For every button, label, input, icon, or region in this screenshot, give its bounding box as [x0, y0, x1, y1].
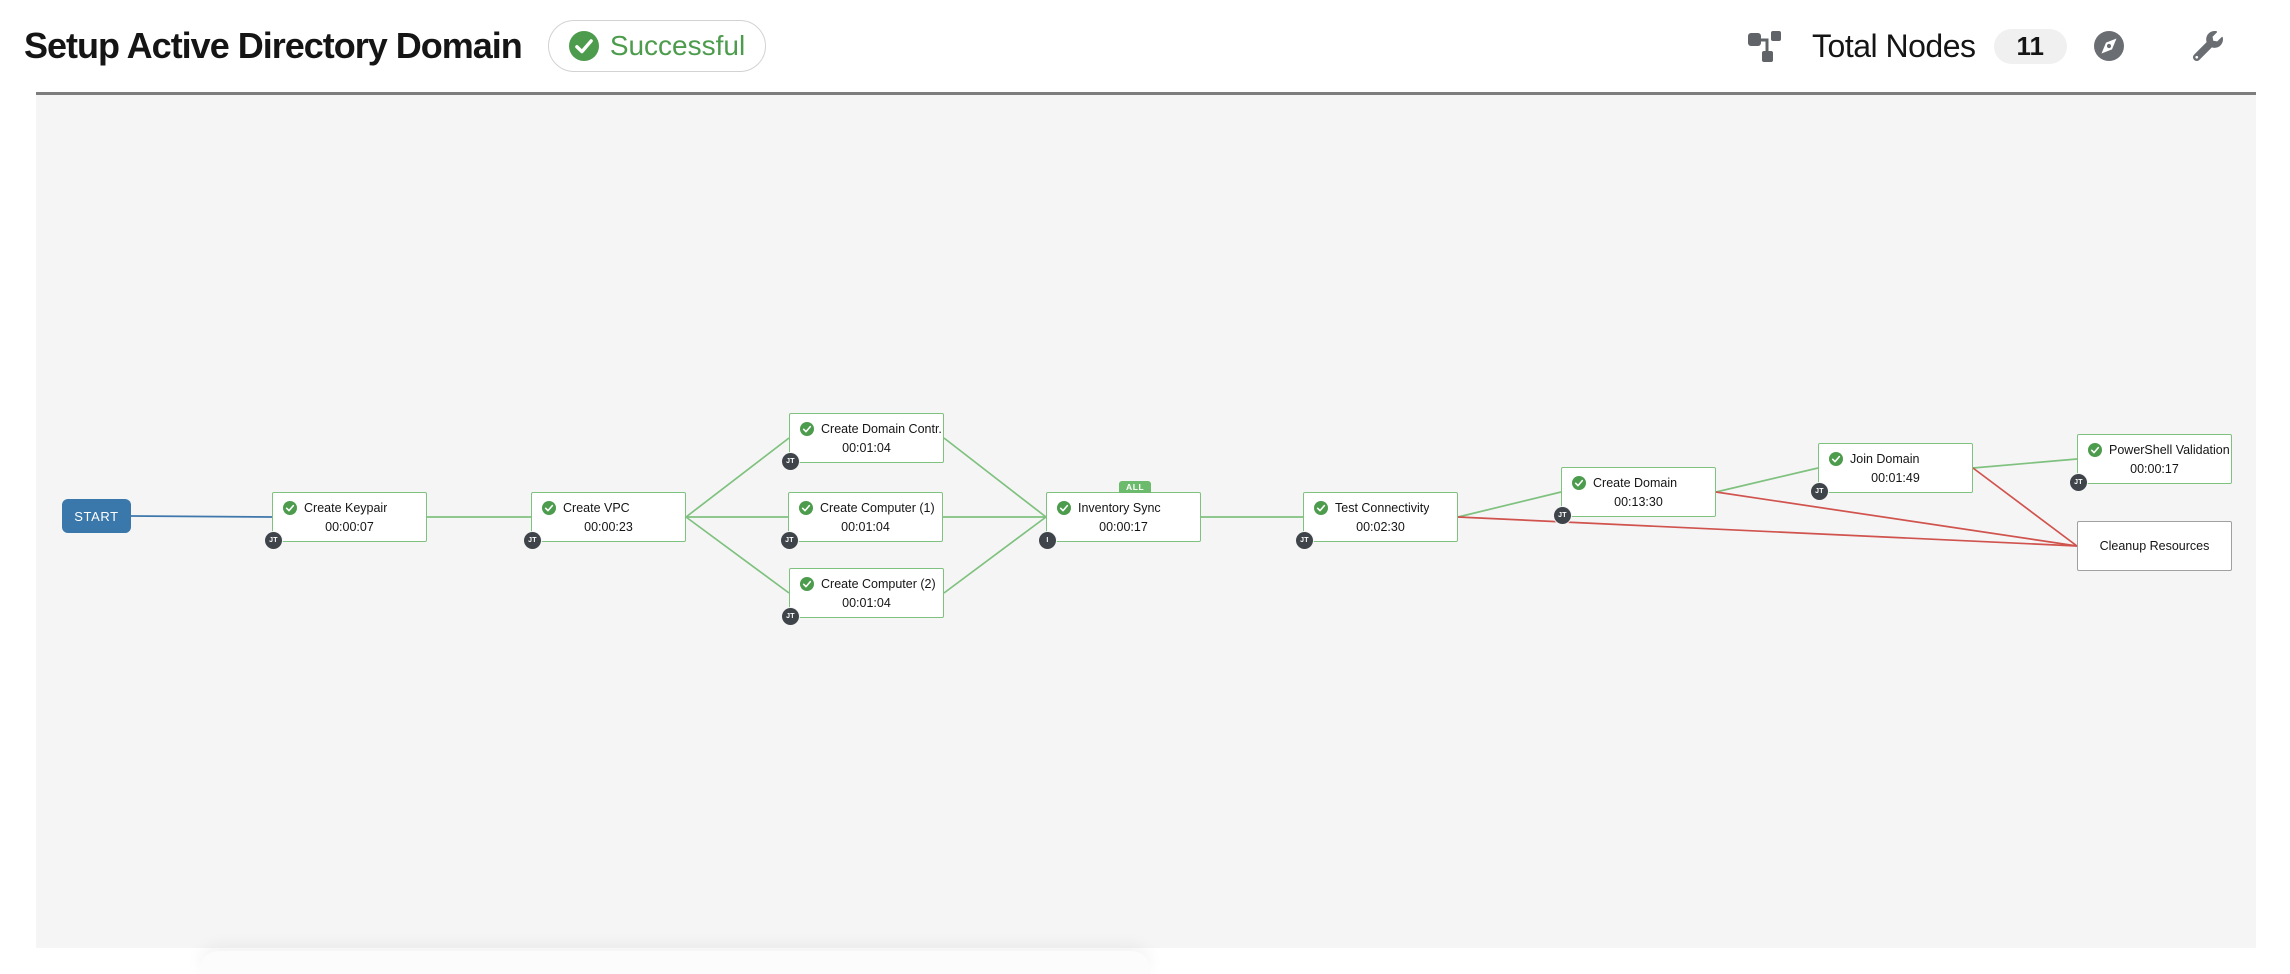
node-elapsed-time: 00:01:04 [842, 596, 891, 610]
node-label: Cleanup Resources [2099, 539, 2210, 553]
node-label: Test Connectivity [1335, 501, 1430, 515]
node-title-row: Create Computer (2) [800, 577, 943, 591]
legend-compass-button[interactable] [2093, 26, 2125, 66]
node-label: Join Domain [1850, 452, 1920, 466]
total-nodes-label: Total Nodes [1812, 27, 1976, 64]
node-type-badge: JT [782, 608, 799, 625]
sitemap-icon [1747, 30, 1782, 62]
node-label: Create Domain Contr... [821, 422, 943, 436]
node-type-badge: JT [265, 532, 282, 549]
workflow-link-create-domain-to-join-domain [1715, 467, 1819, 493]
node-title-row: Create Domain Contr... [800, 422, 943, 436]
node-label: Create Computer (2) [821, 577, 936, 591]
workflow-link-test-connectivity-to-create-domain [1457, 491, 1562, 518]
node-type-badge: JT [1554, 507, 1571, 524]
node-type-badge: JT [782, 453, 799, 470]
node-label: Create VPC [563, 501, 630, 515]
start-node[interactable]: START [62, 499, 131, 533]
node-type-badge: JT [2070, 474, 2087, 491]
wrench-icon [2193, 31, 2223, 61]
node-elapsed-time: 00:13:30 [1614, 495, 1663, 509]
node-success-icon [800, 577, 814, 591]
node-type-badge: JT [524, 532, 541, 549]
node-success-icon [800, 422, 814, 436]
all-parents-badge: ALL [1119, 481, 1152, 493]
status-label: Successful [609, 30, 746, 61]
page-title: Setup Active Directory Domain [24, 25, 523, 66]
node-elapsed-time: 00:00:17 [1099, 520, 1148, 534]
node-success-icon [2088, 443, 2102, 457]
workflow-link-join-domain-to-cleanup-resources [1972, 467, 2078, 547]
workflow-node-inventory-sync[interactable]: Inventory Sync 00:00:17 ALL I [1039, 481, 1201, 549]
node-elapsed-time: 00:00:07 [325, 520, 374, 534]
node-elapsed-time: 00:02:30 [1356, 520, 1405, 534]
node-success-icon [1572, 476, 1586, 490]
node-title-row: Join Domain [1829, 452, 1972, 466]
workflow-link-create-domain-contr-to-inventory-sync [943, 437, 1047, 518]
workflow-link-create-domain-to-cleanup-resources [1715, 491, 2078, 547]
node-success-icon [283, 501, 297, 515]
node-elapsed-time: 00:00:17 [2130, 462, 2179, 476]
node-elapsed-time: 00:01:49 [1871, 471, 1920, 485]
workflow-link-join-domain-to-powershell-validation [1972, 458, 2078, 469]
workflow-link-create-vpc-to-create-domain-contr [685, 437, 790, 518]
node-title-row: PowerShell Validation [2088, 443, 2231, 457]
node-type-badge: JT [1811, 483, 1828, 500]
tools-wrench-button[interactable] [2192, 26, 2224, 66]
node-elapsed-time: 00:00:23 [584, 520, 633, 534]
node-title-row: Test Connectivity [1314, 501, 1457, 515]
node-type-badge: JT [1296, 532, 1313, 549]
bottom-sheet-shadow [200, 951, 1150, 974]
header-left: Setup Active Directory Domain Successful [24, 20, 767, 72]
node-label: Create Keypair [304, 501, 388, 515]
workflow-link-start-to-create-keypair [130, 515, 273, 518]
node-label: Create Computer (1) [820, 501, 935, 515]
node-label: Create Domain [1593, 476, 1678, 490]
node-success-icon [1829, 452, 1843, 466]
header: Setup Active Directory Domain Successful… [0, 0, 2290, 92]
workflow-node-cleanup-resources[interactable]: Cleanup Resources [2077, 521, 2232, 571]
success-check-icon [568, 31, 599, 61]
node-title-row: Create Domain [1572, 476, 1715, 490]
workflow-link-create-computer-2-to-inventory-sync [943, 516, 1047, 594]
node-success-icon [799, 501, 813, 515]
total-nodes-count: 11 [1993, 28, 2067, 64]
node-elapsed-time: 00:01:04 [842, 441, 891, 455]
header-right: Total Nodes 11 [1747, 26, 2224, 66]
node-type-badge: I [1039, 532, 1056, 549]
compass-icon [2094, 31, 2124, 61]
node-label: PowerShell Validation [2109, 443, 2230, 457]
node-title-row: Inventory Sync [1057, 501, 1200, 515]
node-elapsed-time: 00:01:04 [841, 520, 890, 534]
node-label: Inventory Sync [1078, 501, 1161, 515]
node-success-icon [1314, 501, 1328, 515]
status-badge: Successful [547, 20, 767, 72]
node-title-row: Create Keypair [283, 501, 426, 515]
workflow-link-create-vpc-to-create-computer-2 [685, 516, 790, 594]
node-type-badge: JT [781, 532, 798, 549]
node-success-icon [542, 501, 556, 515]
node-success-icon [1057, 501, 1071, 515]
node-title-row: Create Computer (1) [799, 501, 942, 515]
node-title-row: Create VPC [542, 501, 685, 515]
